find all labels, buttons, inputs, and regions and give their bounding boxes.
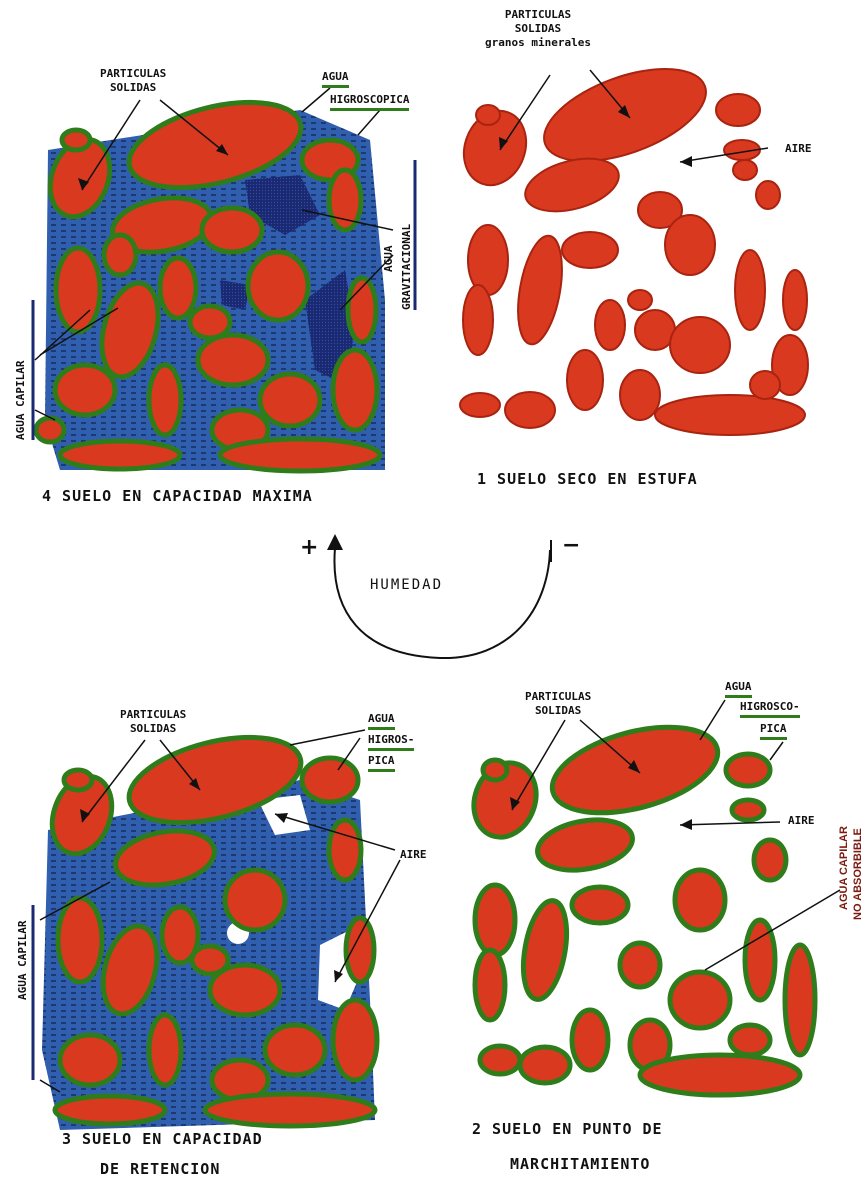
panel3-agua-capilar-label: AGUA CAPILAR [16,921,29,1000]
panel3-title-line2: DE RETENCION [100,1160,220,1178]
panel4-gravitacional-label: GRAVITACIONAL [400,224,413,310]
panel4-gravitacional-agua-label: AGUA [382,246,395,273]
panel2-aire-label: AIRE [788,814,815,828]
panel2-title-line1: 2 SUELO EN PUNTO DE [472,1120,663,1138]
panel2-pica-label: PICA [760,722,787,740]
panel4-title: 4 SUELO EN CAPACIDAD MAXIMA [42,487,313,505]
panel1-title: 1 SUELO SECO EN ESTUFA [477,470,698,488]
panel3-agua-label: AGUA [368,712,395,730]
humedad-label: HUMEDAD [370,578,443,592]
panel4-soil [36,87,385,471]
panel2-soil [464,711,815,1095]
panel4-agua-label: AGUA [322,70,349,88]
panel2-agua-label: AGUA [725,680,752,698]
panel2-higrosco-label: HIGROSCO- [740,700,800,718]
panel3-title-line1: 3 SUELO EN CAPACIDAD [62,1130,263,1148]
panel3-soil [42,722,377,1130]
panel2-capilar-label-line1: AGUA CAPILAR [838,826,850,910]
panel4-agua-capilar-label: AGUA CAPILAR [14,361,27,440]
panel4-gravitational-water [220,280,250,310]
humedad-arrowhead [327,534,343,550]
panel3-pica-label: PICA [368,754,395,772]
panel1-aire-label: AIRE [785,142,812,156]
plus-sign: + [300,535,318,560]
panel4-higroscopica-label: HIGROSCOPICA [330,93,409,111]
panel2-title-line2: MARCHITAMIENTO [510,1155,650,1173]
panel1-soil [454,50,808,435]
panel4-particulas-label: PARTICULAS SOLIDAS [100,67,166,95]
panel2-particulas-label: PARTICULAS SOLIDAS [525,690,591,718]
humedad-cycle-arc [334,548,550,658]
panel3-higros-label: HIGROS- [368,733,414,751]
panel3-particulas-label: PARTICULAS SOLIDAS [120,708,186,736]
minus-sign: − [562,533,580,558]
panel1-particulas-label: PARTICULAS SOLIDAS granos minerales [485,8,591,50]
panel2-capilar-label-line2: NO ABSORBIBLE [852,828,864,920]
panel3-aire-label: AIRE [400,848,427,862]
